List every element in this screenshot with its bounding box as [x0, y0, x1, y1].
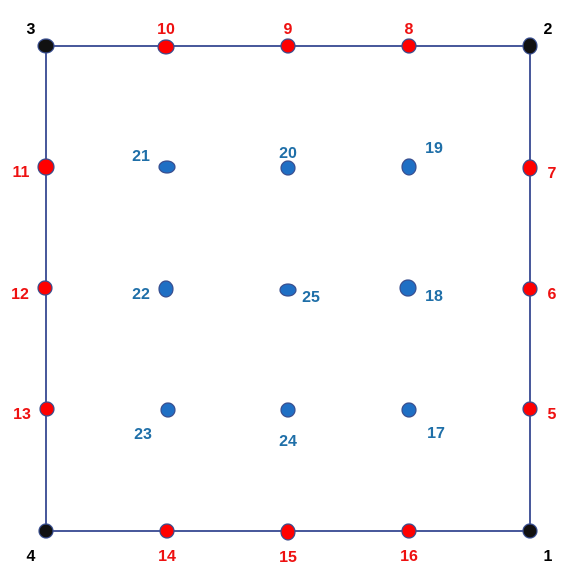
node-17: 17: [401, 402, 445, 442]
edge-node-marker: [401, 523, 417, 539]
node-19: 19: [401, 140, 443, 176]
node-23: 23: [134, 402, 176, 443]
node-16: 16: [400, 523, 418, 565]
node-10: 10: [157, 21, 175, 55]
interior-node-marker: [401, 402, 417, 418]
interior-node-marker: [399, 279, 417, 297]
corner-node-marker: [37, 38, 55, 54]
node-1: 1: [522, 523, 553, 565]
node-label: 15: [279, 549, 297, 566]
node-15: 15: [279, 523, 297, 566]
node-13: 13: [13, 401, 55, 423]
node-12: 12: [11, 280, 53, 303]
edge-node-marker: [522, 401, 538, 417]
node-4: 4: [27, 523, 54, 565]
node-3: 3: [27, 21, 55, 54]
corner-node-marker: [38, 523, 54, 539]
edge-node-marker: [37, 280, 53, 296]
node-25: 25: [279, 283, 320, 306]
node-label: 1: [544, 548, 553, 565]
edge-node-marker: [401, 38, 417, 54]
node-label: 16: [400, 548, 418, 565]
node-label: 3: [27, 21, 36, 38]
node-5: 5: [522, 401, 557, 423]
corner-node-marker: [522, 523, 538, 539]
edge-node-marker: [39, 401, 55, 417]
interior-node-marker: [280, 160, 296, 176]
node-label: 22: [132, 286, 150, 303]
node-label: 23: [134, 426, 152, 443]
node-label: 25: [302, 289, 320, 306]
node-label: 4: [27, 548, 36, 565]
node-label: 10: [157, 21, 175, 38]
node-6: 6: [522, 281, 557, 303]
node-2: 2: [522, 21, 553, 55]
node-label: 18: [425, 288, 443, 305]
corner-node-marker: [522, 37, 538, 55]
node-18: 18: [399, 279, 443, 305]
edge-node-marker: [280, 523, 296, 541]
edge-node-marker: [37, 158, 55, 176]
node-label: 6: [548, 286, 557, 303]
node-label: 14: [158, 548, 176, 565]
edge-node-marker: [522, 281, 538, 297]
node-label: 21: [132, 148, 150, 165]
node-label: 20: [279, 145, 297, 162]
node-label: 2: [544, 21, 553, 38]
node-22: 22: [132, 280, 174, 303]
node-label: 7: [548, 165, 557, 182]
edge-node-marker: [280, 38, 296, 54]
node-label: 11: [13, 164, 30, 181]
interior-node-marker: [158, 280, 174, 298]
node-label: 17: [427, 425, 445, 442]
interior-node-marker: [401, 158, 417, 176]
node-9: 9: [280, 21, 296, 54]
node-label: 12: [11, 286, 29, 303]
node-label: 5: [548, 406, 557, 423]
node-24: 24: [279, 402, 297, 450]
interior-node-marker: [160, 402, 176, 418]
node-label: 19: [425, 140, 443, 157]
node-14: 14: [158, 523, 176, 565]
edge-node-marker: [159, 523, 175, 539]
node-label: 8: [405, 21, 414, 38]
edge-node-marker: [157, 39, 175, 55]
node-label: 9: [284, 21, 293, 38]
interior-node-marker: [279, 283, 297, 297]
node-8: 8: [401, 21, 417, 54]
node-21: 21: [132, 148, 176, 174]
node-label: 13: [13, 406, 31, 423]
node-11: 11: [13, 158, 55, 181]
node-20: 20: [279, 145, 297, 176]
interior-node-marker: [280, 402, 296, 418]
node-7: 7: [522, 159, 557, 182]
edge-node-marker: [522, 159, 538, 177]
interior-node-marker: [158, 160, 176, 174]
node-label: 24: [279, 433, 297, 450]
